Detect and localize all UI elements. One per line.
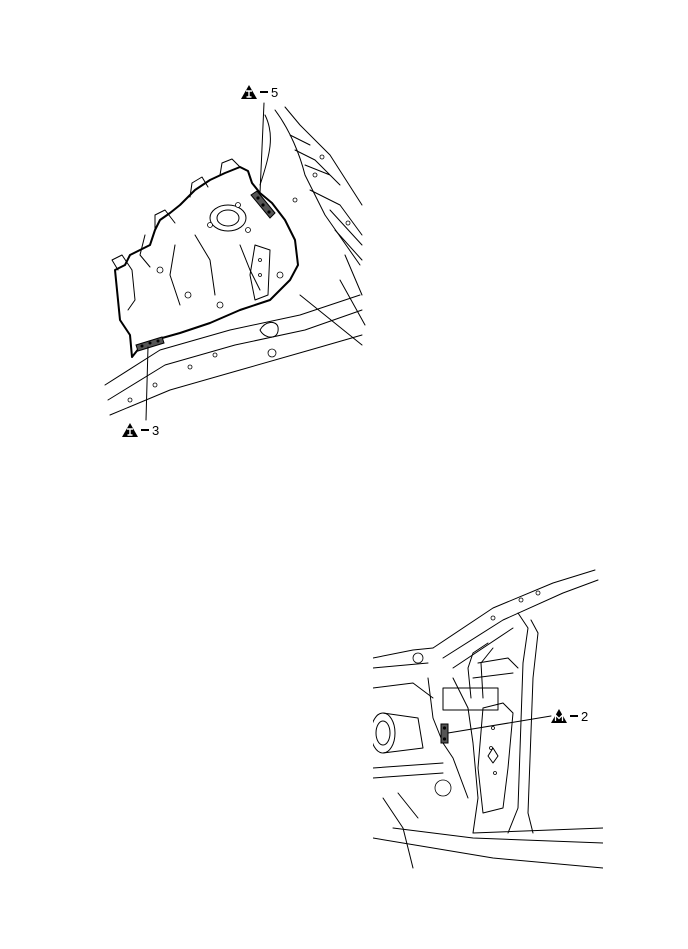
callout-weld-5: 5 — [241, 85, 278, 99]
callout-number: 2 — [581, 708, 589, 724]
callout-dash — [260, 91, 268, 93]
callout-number: 5 — [271, 84, 279, 100]
apron-panel-drawing — [104, 102, 366, 421]
callout-dash — [570, 715, 578, 717]
lower-diagram — [370, 568, 604, 873]
front-pillar-drawing — [370, 569, 604, 869]
weld-symbol-t-icon — [241, 85, 257, 99]
callout-weld-3: 3 — [122, 423, 159, 437]
weld-symbol-t-icon — [122, 423, 138, 437]
weld-symbol-m-icon — [551, 709, 567, 723]
callout-number: 3 — [152, 422, 160, 438]
callout-dash — [141, 429, 149, 431]
callout-weld-2: 2 — [551, 709, 588, 723]
upper-diagram — [100, 95, 370, 425]
